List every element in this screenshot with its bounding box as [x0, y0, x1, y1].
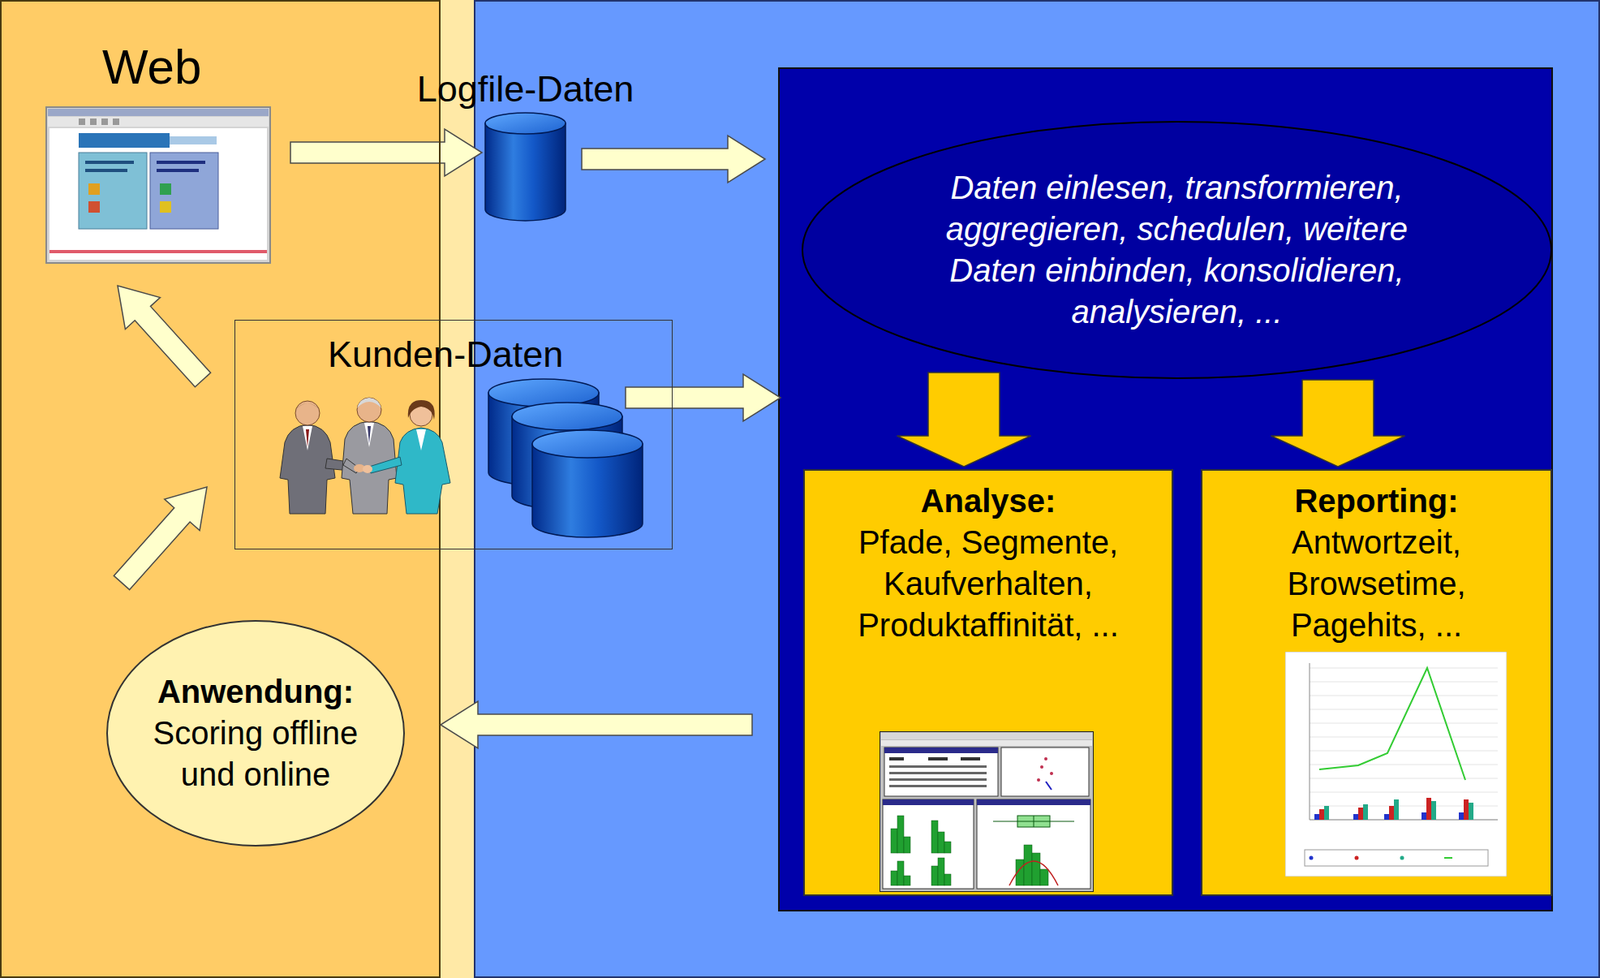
browser-screenshot — [46, 107, 271, 263]
label-text: Logfile-Daten — [417, 68, 635, 111]
database-node: Logfile-Daten — [484, 111, 567, 223]
data-group-box: Kunden-Daten — [234, 319, 673, 550]
people-clipart — [278, 393, 461, 516]
database-stack-icon — [487, 378, 650, 545]
block-arrow — [581, 135, 766, 183]
analysis-box: Analyse:Pfade, Segmente, Kaufverhalten, … — [803, 468, 1174, 896]
label-text: Pfade, Segmente, Kaufverhalten, Produkta… — [812, 521, 1164, 646]
application-ellipse: Anwendung:Scoring offline und online — [105, 619, 406, 848]
heading-text: Analyse: — [812, 480, 1164, 522]
process-ellipse: Daten einlesen, transformieren, aggregie… — [800, 120, 1553, 380]
text-holder: Web — [102, 38, 202, 96]
analysis-software-screenshot — [879, 731, 1094, 892]
label-text: Antwortzeit, Browsetime, Pagehits, ... — [1215, 521, 1538, 646]
processing-panel — [778, 68, 1553, 911]
label-text: Kunden-Daten — [327, 333, 564, 376]
text-holder: Daten einlesen, transformieren, aggregie… — [800, 120, 1553, 380]
label-text: Scoring offline und online — [133, 712, 378, 796]
label-text: Daten einlesen, transformieren, aggregie… — [913, 167, 1441, 333]
text-holder: Reporting:Antwortzeit, Browsetime, Pageh… — [1202, 480, 1551, 646]
block-arrow — [1271, 379, 1406, 467]
reporting-box: Reporting:Antwortzeit, Browsetime, Pageh… — [1200, 468, 1553, 896]
line-bar-chart — [1285, 651, 1507, 877]
text-holder: Analyse:Pfade, Segmente, Kaufverhalten, … — [804, 480, 1172, 646]
man-middle — [341, 397, 397, 514]
block-arrow — [113, 486, 207, 590]
ellipse-outline — [800, 120, 1553, 380]
woman-right — [362, 400, 451, 514]
heading-text: Anwendung: — [157, 670, 354, 713]
block-arrow — [290, 129, 482, 177]
text-holder: Logfile-Daten — [417, 68, 635, 111]
block-arrow — [117, 285, 211, 388]
text-holder: Anwendung:Scoring offline und online — [105, 619, 406, 848]
block-arrow — [440, 701, 753, 749]
block-arrow — [897, 372, 1032, 467]
backend-ground — [474, 0, 1600, 977]
database-cylinder-icon — [484, 111, 567, 223]
text-holder: Kunden-Daten — [327, 333, 564, 376]
label-text: Web — [102, 38, 202, 96]
heading-text: Reporting: — [1215, 480, 1538, 522]
block-arrow — [625, 374, 781, 422]
